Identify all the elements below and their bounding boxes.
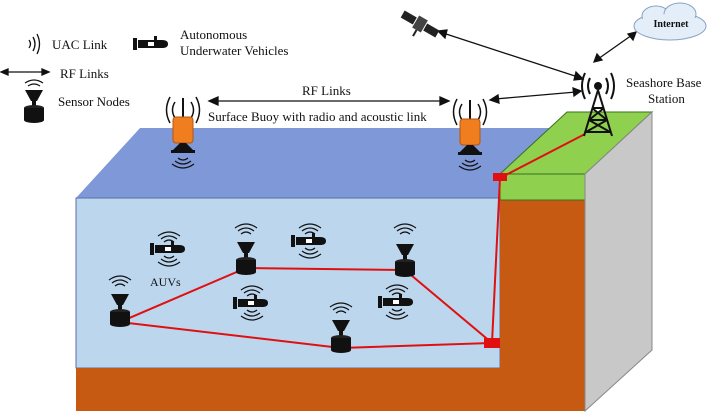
legend-sensor-node-icon <box>24 79 44 123</box>
base-station-tower-icon <box>581 72 615 137</box>
uac-link-icon <box>28 33 41 55</box>
legend-sensor-nodes-label: Sensor Nodes <box>58 94 130 109</box>
rf-arrows <box>0 29 638 107</box>
land-side <box>584 110 653 413</box>
buoy-right <box>452 98 488 171</box>
internet-label: Internet <box>654 19 690 30</box>
auvs-label: AUVs <box>150 275 181 289</box>
legend-uac-link-label: UAC Link <box>52 37 108 52</box>
land-junction-box <box>493 173 507 181</box>
ocean-surface <box>76 128 585 198</box>
legend-auv-icon <box>133 36 168 50</box>
legend-auv-label-line2: Underwater Vehicles <box>180 43 289 58</box>
buoy-left <box>165 96 201 169</box>
surface-buoy-label: Surface Buoy with radio and acoustic lin… <box>208 109 427 124</box>
legend-rf-links-label: RF Links <box>60 66 109 81</box>
seabed-wall <box>500 198 585 411</box>
satellite-icon <box>400 10 440 38</box>
rf-links-label: RF Links <box>302 83 351 98</box>
legend-auv-label-line1: Autonomous <box>180 27 248 42</box>
base-station-label-line1: Seashore Base <box>626 75 702 90</box>
seabed-junction-box <box>484 338 500 348</box>
seabed <box>76 368 502 411</box>
internet-cloud-icon <box>633 2 707 41</box>
base-station-label-line2: Station <box>648 91 685 106</box>
land-front <box>499 173 586 201</box>
